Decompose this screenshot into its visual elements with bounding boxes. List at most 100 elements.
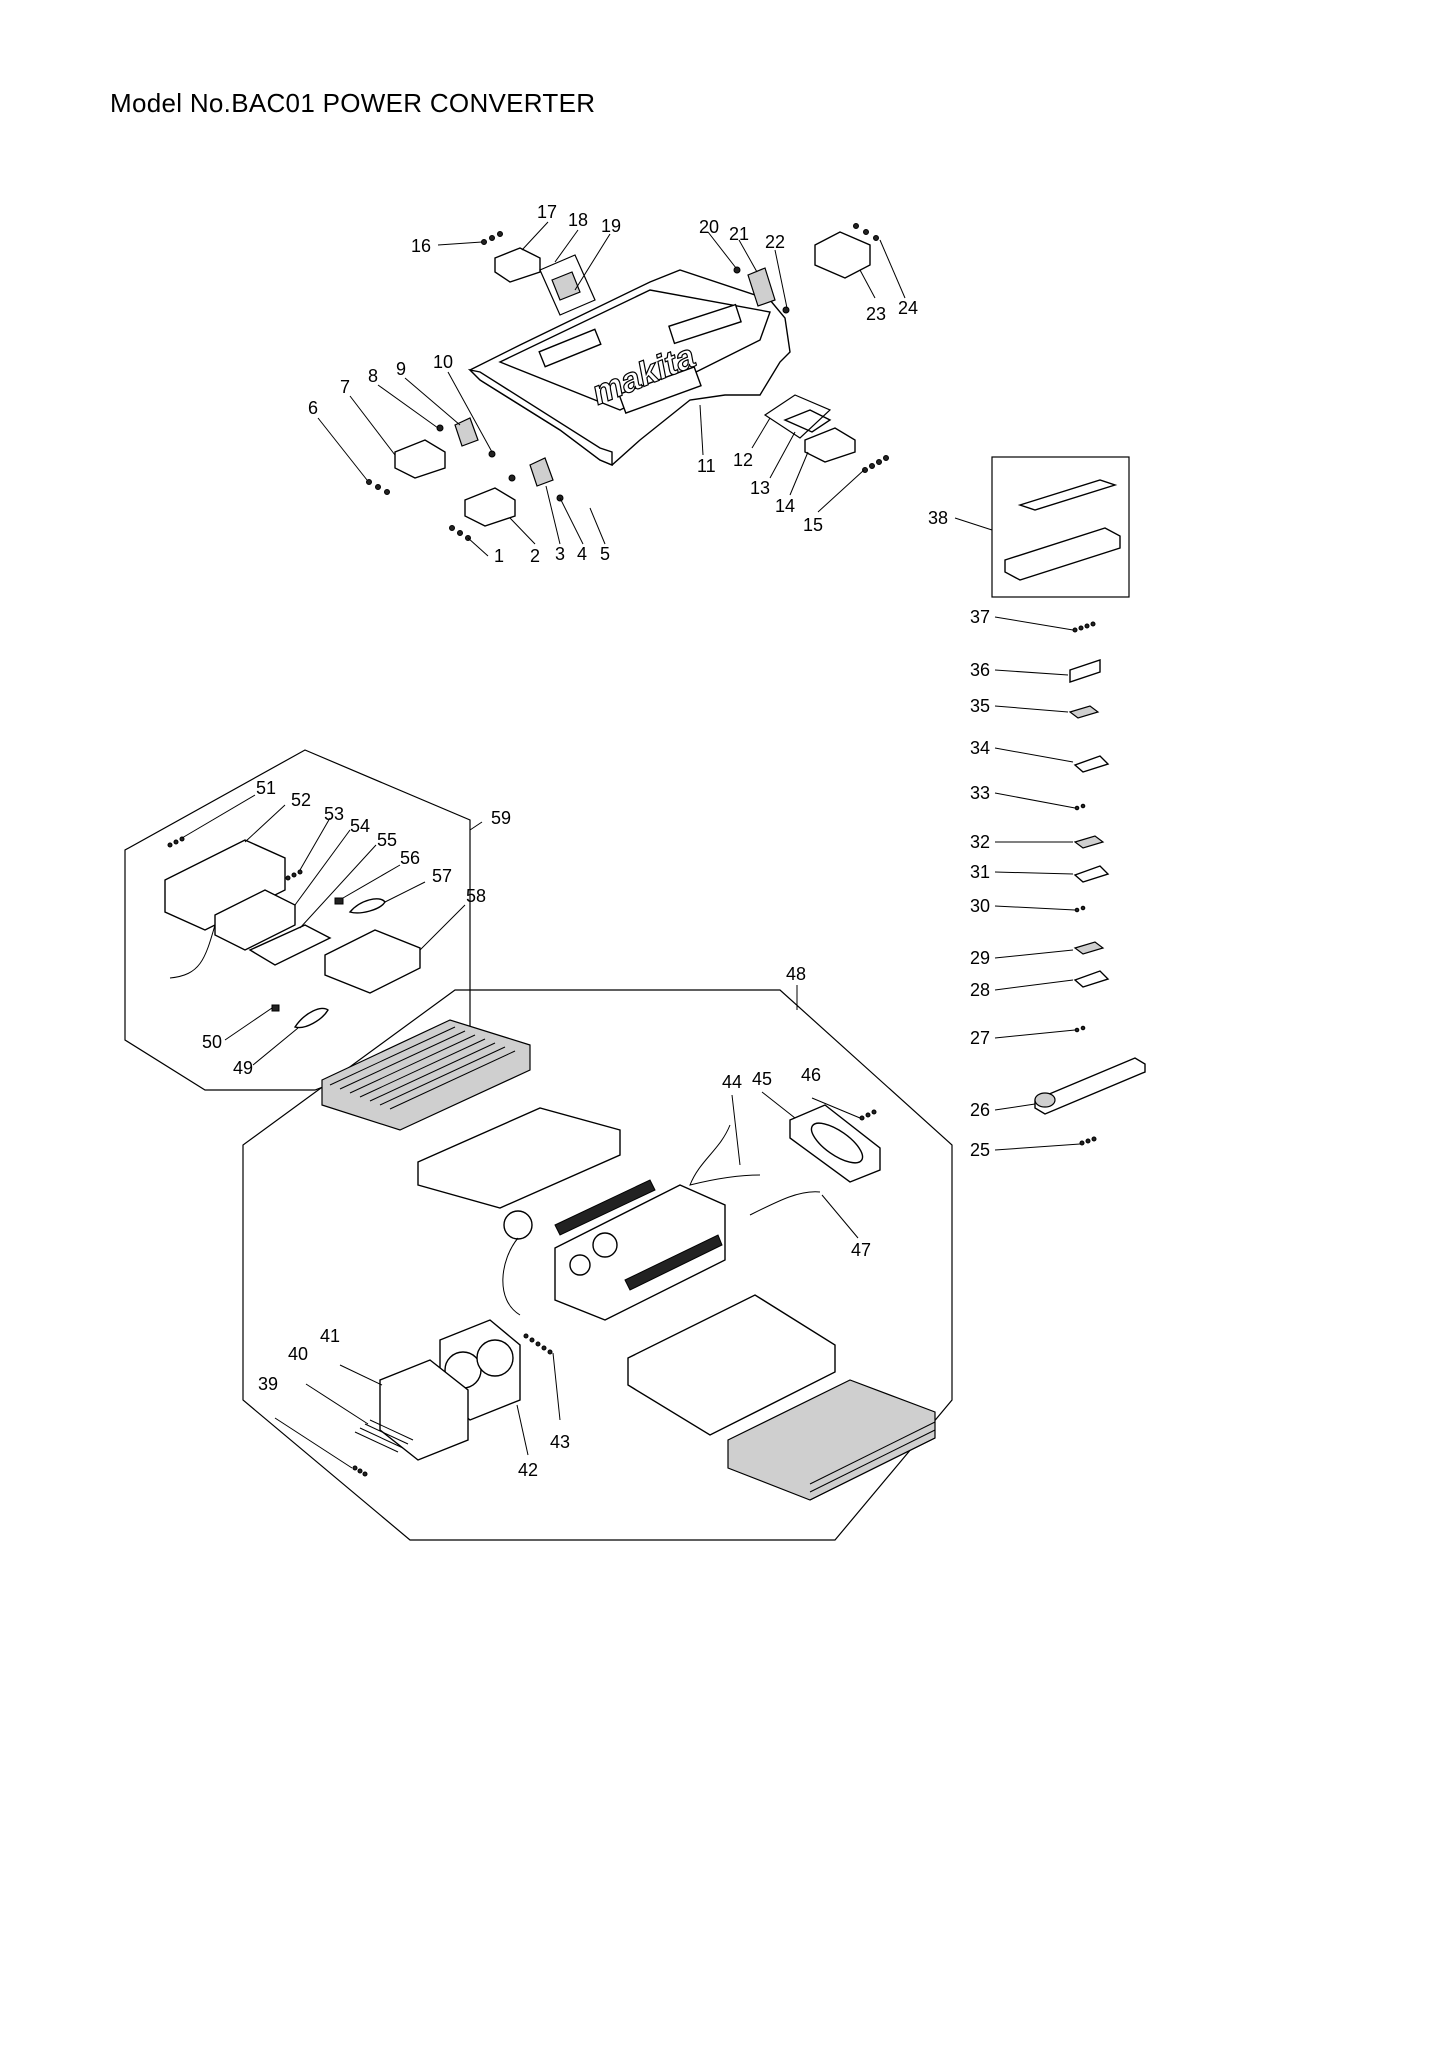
callout-23: 23	[866, 304, 886, 324]
bracket-part-14	[804, 427, 856, 463]
callout-5: 5	[600, 544, 610, 564]
callout-44: 44	[722, 1072, 742, 1092]
callout-50: 50	[202, 1032, 222, 1052]
bracket-group-frame-12	[763, 394, 832, 439]
group-frame-48	[242, 989, 953, 1541]
callout-36: 36	[970, 660, 990, 680]
button-part-28	[1073, 970, 1110, 988]
wire-harness	[169, 924, 216, 979]
button-part-34	[1073, 755, 1110, 773]
callout-51: 51	[256, 778, 276, 798]
callout-12: 12	[733, 450, 753, 470]
power-unit-assembly-48	[242, 985, 953, 1541]
latch-part-3	[529, 457, 554, 487]
leader-lines-59	[181, 794, 483, 1066]
wire-part-44	[689, 1124, 761, 1186]
bracket-part-17	[494, 247, 541, 283]
button-part-32	[1073, 835, 1105, 849]
callout-21: 21	[729, 224, 749, 244]
callout-47: 47	[851, 1240, 871, 1260]
screw-rods-40	[354, 1419, 414, 1453]
callout-41: 41	[320, 1326, 340, 1346]
callout-7: 7	[340, 377, 350, 397]
callout-18: 18	[568, 210, 588, 230]
callout-19: 19	[601, 216, 621, 236]
heatsink-strip-inner	[554, 1179, 723, 1291]
latch-part-9	[454, 417, 479, 447]
callout-13: 13	[750, 478, 770, 498]
wire-part-47	[749, 1191, 821, 1216]
panel-label-part-38	[1017, 479, 1118, 511]
callout-15: 15	[803, 515, 823, 535]
callout-49: 49	[233, 1058, 253, 1078]
callout-20: 20	[699, 217, 719, 237]
base-plate-part-58	[324, 929, 421, 994]
screw-set-59	[167, 836, 303, 881]
pcb-part-54	[214, 889, 296, 951]
callout-1: 1	[494, 546, 504, 566]
panel-cover-part-38	[1004, 527, 1121, 581]
switch-panel-column	[954, 456, 1146, 1151]
callout-43: 43	[550, 1432, 570, 1452]
bracket-part-2	[464, 487, 516, 527]
callout-25: 25	[970, 1140, 990, 1160]
leader-lines-48	[274, 985, 861, 1469]
callout-52: 52	[291, 790, 311, 810]
connector-part-50	[271, 1004, 280, 1012]
button-part-35	[1068, 705, 1100, 719]
capacitor-2	[569, 1254, 591, 1276]
chassis-tray	[627, 1294, 836, 1436]
callout-22: 22	[765, 232, 785, 252]
callout-53: 53	[324, 804, 344, 824]
housing-slot-left	[538, 328, 602, 368]
callout-2: 2	[530, 546, 540, 566]
page-title: Model No.BAC01 POWER CONVERTER	[110, 88, 596, 118]
callout-40: 40	[288, 1344, 308, 1364]
insulator-part-55	[248, 924, 332, 966]
callout-38: 38	[928, 508, 948, 528]
main-board	[554, 1184, 726, 1321]
callout-56: 56	[400, 848, 420, 868]
callout-26: 26	[970, 1100, 990, 1120]
callout-42: 42	[518, 1460, 538, 1480]
leader-lines-top	[317, 221, 906, 557]
callout-32: 32	[970, 832, 990, 852]
circuit-board-part-26	[1034, 1057, 1146, 1115]
callout-54: 54	[350, 816, 370, 836]
screw-set-48	[352, 1109, 877, 1477]
dial-part-26	[1034, 1092, 1056, 1108]
bracket-group-frame-18	[539, 254, 596, 316]
callout-28: 28	[970, 980, 990, 1000]
callout-48: 48	[786, 964, 806, 984]
switch-part-36	[1069, 659, 1101, 683]
heatsink-fins-top	[329, 1026, 516, 1110]
panel-box-frame-38	[991, 456, 1130, 598]
power-connector	[503, 1210, 533, 1240]
connector-part-56	[334, 897, 344, 905]
callout-11: 11	[697, 456, 716, 476]
callout-16: 16	[411, 236, 431, 256]
callout-14: 14	[775, 496, 795, 516]
bracket-part-19	[551, 271, 581, 301]
capacitor-1	[592, 1232, 618, 1258]
callout-59: 59	[491, 808, 511, 828]
fan-blade-b	[476, 1339, 514, 1377]
power-cable	[502, 1237, 521, 1316]
cover-part-52	[164, 839, 286, 931]
callout-34: 34	[970, 738, 990, 758]
bracket-part-21	[747, 267, 776, 307]
heatsink-fins-bottom	[809, 1421, 936, 1501]
callout-27: 27	[970, 1028, 990, 1048]
callout-9: 9	[396, 359, 406, 379]
bracket-part-13	[783, 409, 832, 433]
callout-labels: 1 2 3 4 5 6 7 8 9 10 11 12 13 14 15 16 1…	[202, 202, 990, 1480]
screw-set-panel	[1072, 621, 1097, 1146]
callout-4: 4	[577, 544, 587, 564]
callout-29: 29	[970, 948, 990, 968]
callout-30: 30	[970, 896, 990, 916]
callout-31: 31	[970, 862, 990, 882]
button-part-31	[1073, 865, 1110, 883]
callout-6: 6	[308, 398, 318, 418]
circuit-sub-assembly-59	[124, 749, 483, 1091]
